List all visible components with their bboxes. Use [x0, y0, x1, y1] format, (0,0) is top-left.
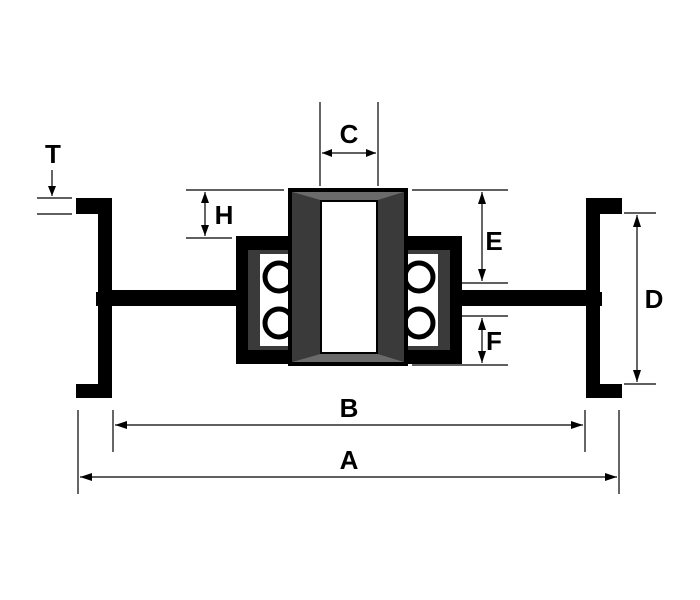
roller-left-bevel: [292, 192, 320, 362]
label-e: E: [485, 226, 502, 256]
center-roller: [288, 188, 408, 366]
label-b: B: [340, 393, 359, 423]
right-flange: [458, 198, 622, 398]
roller-top-bevel: [292, 192, 404, 200]
label-f: F: [486, 326, 502, 356]
label-c: C: [340, 119, 359, 149]
roller-right-bevel: [378, 192, 404, 362]
roller-bottom-bevel: [292, 354, 404, 362]
dimension-labels: A B C D E F H T: [45, 119, 663, 475]
left-flange: [76, 198, 240, 398]
label-h: H: [215, 200, 234, 230]
profile-body: [76, 188, 622, 398]
label-d: D: [645, 284, 664, 314]
label-a: A: [340, 445, 359, 475]
ball: [402, 306, 436, 340]
ball: [402, 260, 436, 294]
label-t: T: [45, 139, 61, 169]
roller-bore: [322, 202, 376, 352]
dimension-lines: [37, 102, 656, 494]
bearing-balls: [262, 260, 436, 340]
